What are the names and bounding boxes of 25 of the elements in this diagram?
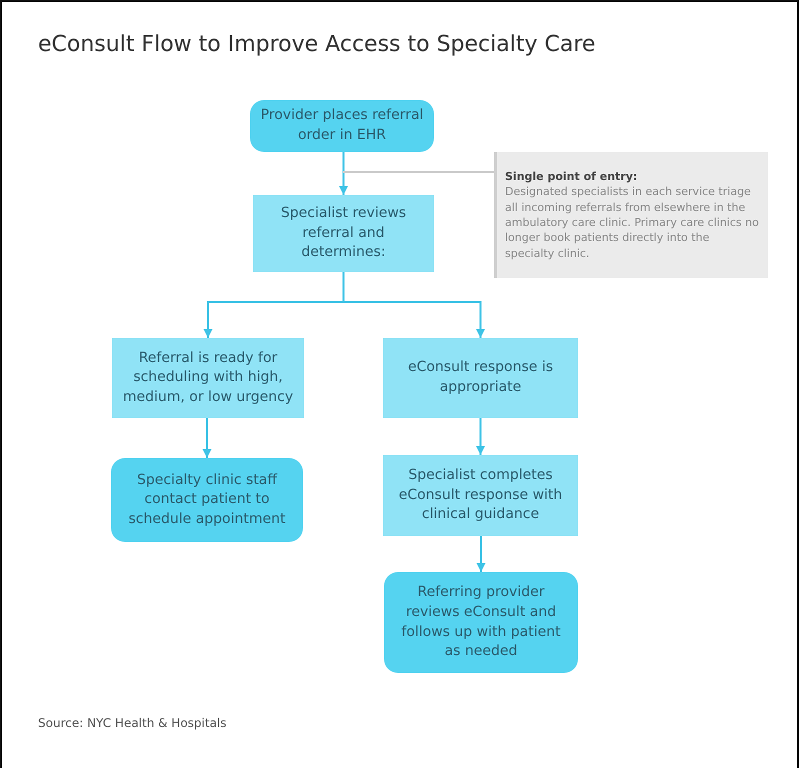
leader-line	[343, 171, 494, 173]
rounded-process-box	[384, 572, 578, 673]
rounded-process-box	[250, 100, 434, 152]
node-text: Referring provider reviews eConsult and follows up with patient as needed	[400, 583, 562, 662]
node-text: Provider places referral order in EHR	[260, 106, 424, 145]
arrow	[342, 272, 485, 338]
note-text: Designated specialists in each service triage all incoming referrals from elsewhere in the ambulatory care clinic. Primary care clinics no longer book patients directly into the specialty clinic.	[505, 184, 760, 262]
process-box	[383, 338, 578, 418]
process-box	[112, 338, 304, 418]
node-text: Specialist reviews referral and determines:	[280, 204, 408, 262]
arrow	[202, 418, 212, 458]
process-box	[253, 195, 434, 272]
process-box	[383, 455, 578, 536]
source-note: Source: NYC Health & Hospitals	[38, 716, 227, 730]
arrow	[476, 536, 486, 572]
node-text: Specialist completes eConsult response with clinical guidance	[398, 466, 564, 524]
node-text: Referral is ready for scheduling with high, medium, or low urgency	[122, 348, 294, 407]
note-box	[494, 152, 768, 278]
title: eConsult Flow to Improve Access to Specialty Care	[38, 32, 596, 57]
arrow	[339, 152, 348, 195]
rounded-process-box	[111, 458, 303, 542]
note-heading: Single point of entry:	[505, 168, 638, 184]
arrow	[476, 418, 485, 455]
node-text: eConsult response is appropriate	[406, 358, 554, 397]
node-text: Specialty clinic staff contact patient to schedule appointment	[128, 470, 286, 529]
